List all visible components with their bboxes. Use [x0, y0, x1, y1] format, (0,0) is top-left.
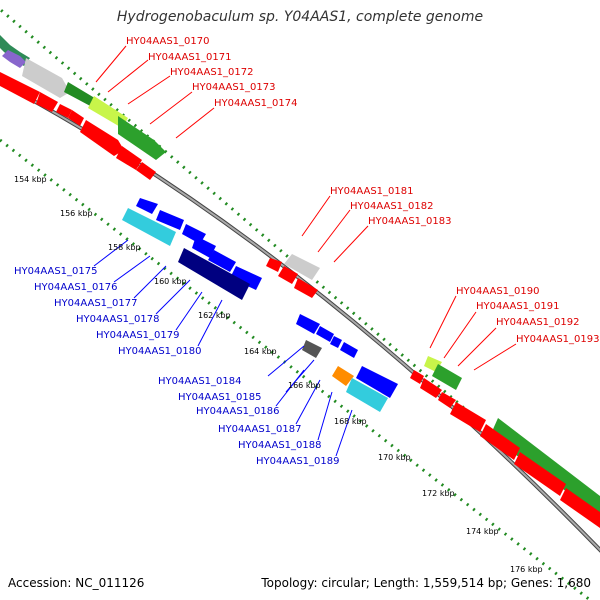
forward-gene[interactable]	[438, 392, 456, 408]
red-gene-labels: HY04AAS1_0170 HY04AAS1_0171 HY04AAS1_017…	[126, 36, 599, 345]
gene-feature[interactable]	[122, 208, 176, 246]
gene-feature[interactable]	[332, 366, 354, 386]
gene-label: HY04AAS1_0191	[476, 301, 559, 312]
tick-label: 168 kbp	[334, 417, 367, 426]
tick-label: 174 kbp	[466, 527, 499, 536]
gene-label: HY04AAS1_0192	[496, 317, 579, 328]
reverse-gene[interactable]	[330, 336, 342, 348]
gene-label: HY04AAS1_0184	[158, 376, 241, 387]
feature-cluster-181	[266, 254, 320, 298]
forward-gene[interactable]	[0, 72, 40, 104]
gene-label: HY04AAS1_0190	[456, 286, 539, 297]
accession-label: Accession: NC_011126	[8, 576, 145, 590]
forward-gene[interactable]	[450, 402, 486, 432]
forward-gene[interactable]	[294, 278, 318, 298]
gene-label: HY04AAS1_0177	[54, 298, 137, 309]
gene-feature[interactable]	[22, 58, 70, 98]
reverse-gene[interactable]	[356, 366, 398, 398]
feature-cluster-middle	[122, 198, 262, 300]
reverse-gene[interactable]	[136, 198, 158, 214]
gene-feature[interactable]	[346, 378, 388, 412]
tick-label: 160 kbp	[154, 277, 187, 286]
tick-label: 170 kbp	[378, 453, 411, 462]
gene-label: HY04AAS1_0193	[516, 334, 599, 345]
gene-label: HY04AAS1_0188	[238, 440, 321, 451]
gene-feature[interactable]	[178, 248, 250, 300]
gene-label: HY04AAS1_0178	[76, 314, 159, 325]
gene-label: HY04AAS1_0187	[218, 424, 301, 435]
forward-gene[interactable]	[410, 370, 424, 384]
forward-gene[interactable]	[68, 110, 84, 126]
forward-gene[interactable]	[560, 488, 600, 528]
gene-label: HY04AAS1_0181	[330, 186, 413, 197]
reverse-gene[interactable]	[156, 210, 184, 230]
genome-stats-label: Topology: circular; Length: 1,559,514 bp…	[261, 576, 591, 590]
feature-cluster-190	[410, 356, 600, 528]
gene-feature[interactable]	[490, 418, 600, 516]
tick-label: 162 kbp	[198, 311, 231, 320]
tick-label: 172 kbp	[422, 489, 455, 498]
reverse-gene[interactable]	[192, 236, 216, 258]
tick-label: 154 kbp	[14, 175, 47, 184]
forward-gene[interactable]	[56, 104, 72, 118]
forward-gene[interactable]	[136, 162, 156, 180]
gene-label: HY04AAS1_0174	[214, 98, 297, 109]
tick-label: 158 kbp	[108, 243, 141, 252]
red-callout-lines	[95, 45, 517, 371]
forward-gene[interactable]	[36, 92, 58, 112]
forward-gene[interactable]	[514, 452, 566, 496]
gene-label: HY04AAS1_0170	[126, 36, 209, 47]
blue-gene-labels: HY04AAS1_0175 HY04AAS1_0176 HY04AAS1_017…	[14, 266, 339, 467]
forward-gene[interactable]	[80, 120, 124, 156]
reverse-gene[interactable]	[296, 314, 320, 334]
tick-label: 176 kbp	[510, 565, 543, 574]
feature-cluster-184	[296, 314, 398, 412]
gene-feature[interactable]	[284, 254, 320, 280]
forward-gene[interactable]	[480, 424, 520, 460]
gene-label: HY04AAS1_0182	[350, 201, 433, 212]
gene-label: HY04AAS1_0189	[256, 456, 339, 467]
tick-label: 156 kbp	[60, 209, 93, 218]
gene-feature[interactable]	[64, 82, 98, 108]
tick-label: 164 kbp	[244, 347, 277, 356]
gene-label: HY04AAS1_0172	[170, 67, 253, 78]
reverse-gene[interactable]	[316, 326, 334, 342]
reverse-gene[interactable]	[340, 342, 358, 358]
map-title: Hydrogenobaculum sp. Y04AAS1, complete g…	[116, 9, 484, 25]
gene-feature[interactable]	[0, 35, 30, 66]
gene-label: HY04AAS1_0175	[14, 266, 97, 277]
feature-cluster-top-left	[0, 35, 166, 180]
gene-label: HY04AAS1_0180	[118, 346, 201, 357]
reverse-gene[interactable]	[230, 266, 262, 290]
tick-label: 166 kbp	[288, 381, 321, 390]
gene-label: HY04AAS1_0186	[196, 406, 279, 417]
gene-feature[interactable]	[2, 50, 26, 68]
forward-gene[interactable]	[116, 146, 142, 170]
forward-gene[interactable]	[420, 378, 442, 398]
gene-feature[interactable]	[118, 116, 166, 160]
gene-label: HY04AAS1_0185	[178, 392, 261, 403]
forward-gene[interactable]	[278, 266, 298, 284]
gene-label: HY04AAS1_0171	[148, 52, 231, 63]
gene-feature[interactable]	[432, 364, 462, 390]
blue-callout-lines	[93, 239, 353, 457]
gene-label: HY04AAS1_0183	[368, 216, 451, 227]
gene-label: HY04AAS1_0176	[34, 282, 117, 293]
tick-labels: 154 kbp 156 kbp 158 kbp 160 kbp 162 kbp …	[14, 175, 543, 574]
forward-gene[interactable]	[266, 258, 282, 272]
reverse-gene[interactable]	[208, 250, 236, 272]
gene-label: HY04AAS1_0179	[96, 330, 179, 341]
gene-label: HY04AAS1_0173	[192, 82, 275, 93]
gene-feature[interactable]	[302, 340, 322, 358]
